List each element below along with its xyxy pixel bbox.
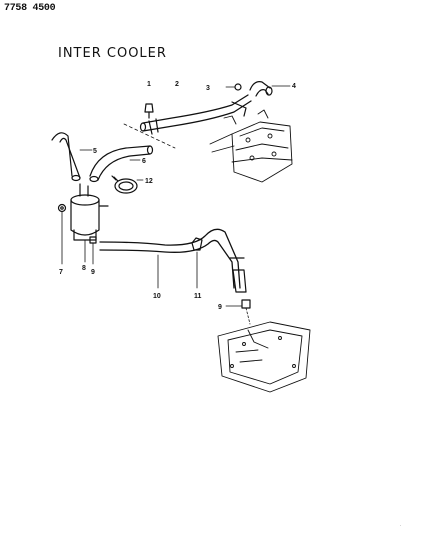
- hose-clamp: [111, 175, 144, 194]
- scan-mark: .: [400, 522, 401, 528]
- callout-3: 3: [206, 85, 210, 92]
- bolt: [225, 83, 242, 91]
- oil-pan: [217, 321, 311, 393]
- part-number: 7758 4500: [4, 3, 56, 14]
- engine-block: [209, 109, 293, 183]
- clamp: [225, 299, 251, 325]
- callout-12: 12: [145, 178, 153, 185]
- callout-8: 8: [82, 265, 86, 272]
- long-hose: [99, 228, 247, 293]
- fitting: [191, 237, 203, 289]
- curved-hose: [51, 132, 93, 182]
- nut: [57, 203, 67, 265]
- callout-9b: 9: [218, 304, 222, 311]
- callout-1: 1: [147, 81, 151, 88]
- canister: [70, 183, 109, 263]
- callout-4: 4: [292, 83, 296, 90]
- upper-hose: [139, 94, 252, 135]
- callout-9: 9: [91, 269, 95, 276]
- callout-2: 2: [175, 81, 179, 88]
- bolt: [144, 103, 154, 119]
- hose: [89, 145, 154, 183]
- callout-11: 11: [194, 293, 202, 300]
- callout-6: 6: [142, 158, 146, 165]
- callout-5: 5: [93, 148, 97, 155]
- diagram-title: INTER COOLER: [58, 46, 167, 61]
- callout-7: 7: [59, 269, 63, 276]
- clamp: [89, 236, 97, 265]
- callout-10: 10: [153, 293, 161, 300]
- elbow-hose: [249, 81, 291, 97]
- callout-labels: 1 2 3 4 5 6 12 7 8 9 10 11 9: [59, 81, 296, 311]
